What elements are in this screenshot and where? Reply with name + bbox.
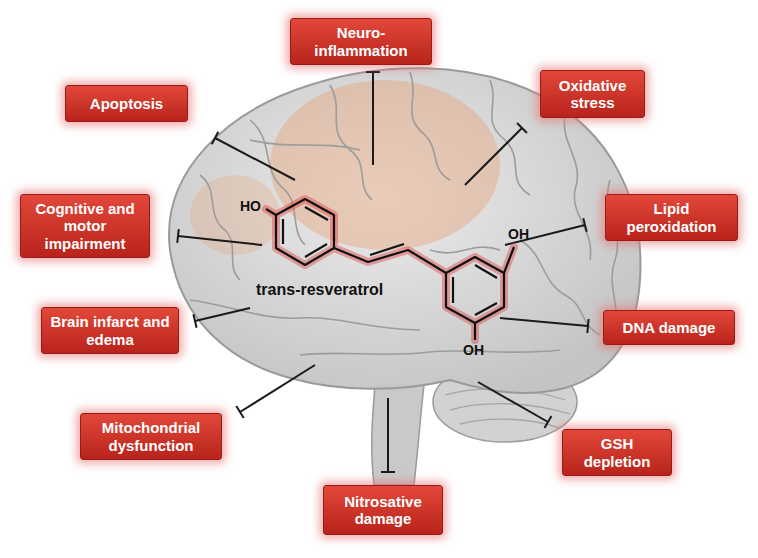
effect-label: Apoptosis [90, 95, 163, 112]
effect-box: Nitrosative damage [323, 485, 443, 535]
hydroxyl-label: OH [463, 342, 484, 358]
inhibition-line [178, 72, 588, 472]
effect-box: Oxidative stress [540, 70, 645, 118]
effect-box: Lipid peroxidation [605, 194, 738, 241]
hydroxyl-label: OH [508, 226, 529, 242]
effect-box: DNA damage [603, 310, 735, 345]
brainstem [372, 385, 424, 485]
effect-box: Brain infarct and edema [41, 307, 179, 354]
effect-label: Lipid peroxidation [614, 200, 729, 235]
effect-label: Cognitive and motor impairment [29, 200, 141, 252]
effect-label: DNA damage [623, 319, 716, 336]
effect-box: GSH depletion [562, 429, 672, 476]
effect-box: Apoptosis [65, 85, 188, 122]
effect-label: Mitochondrial dysfunction [89, 419, 213, 454]
effect-label: Brain infarct and edema [50, 313, 170, 348]
compound-name: trans-resveratrol [256, 281, 383, 299]
effect-label: Oxidative stress [549, 77, 636, 112]
resveratrol-structure [266, 199, 514, 340]
effect-label: Nitrosative damage [332, 493, 434, 528]
effect-box: Cognitive and motor impairment [20, 194, 150, 258]
effect-label: GSH depletion [571, 435, 663, 470]
effect-box: Mitochondrial dysfunction [80, 413, 222, 460]
highlight-region [270, 80, 500, 250]
effect-box: Neuro- inflammation [290, 18, 432, 65]
effect-label: Neuro- inflammation [299, 24, 423, 59]
hydroxyl-label: HO [240, 198, 261, 214]
